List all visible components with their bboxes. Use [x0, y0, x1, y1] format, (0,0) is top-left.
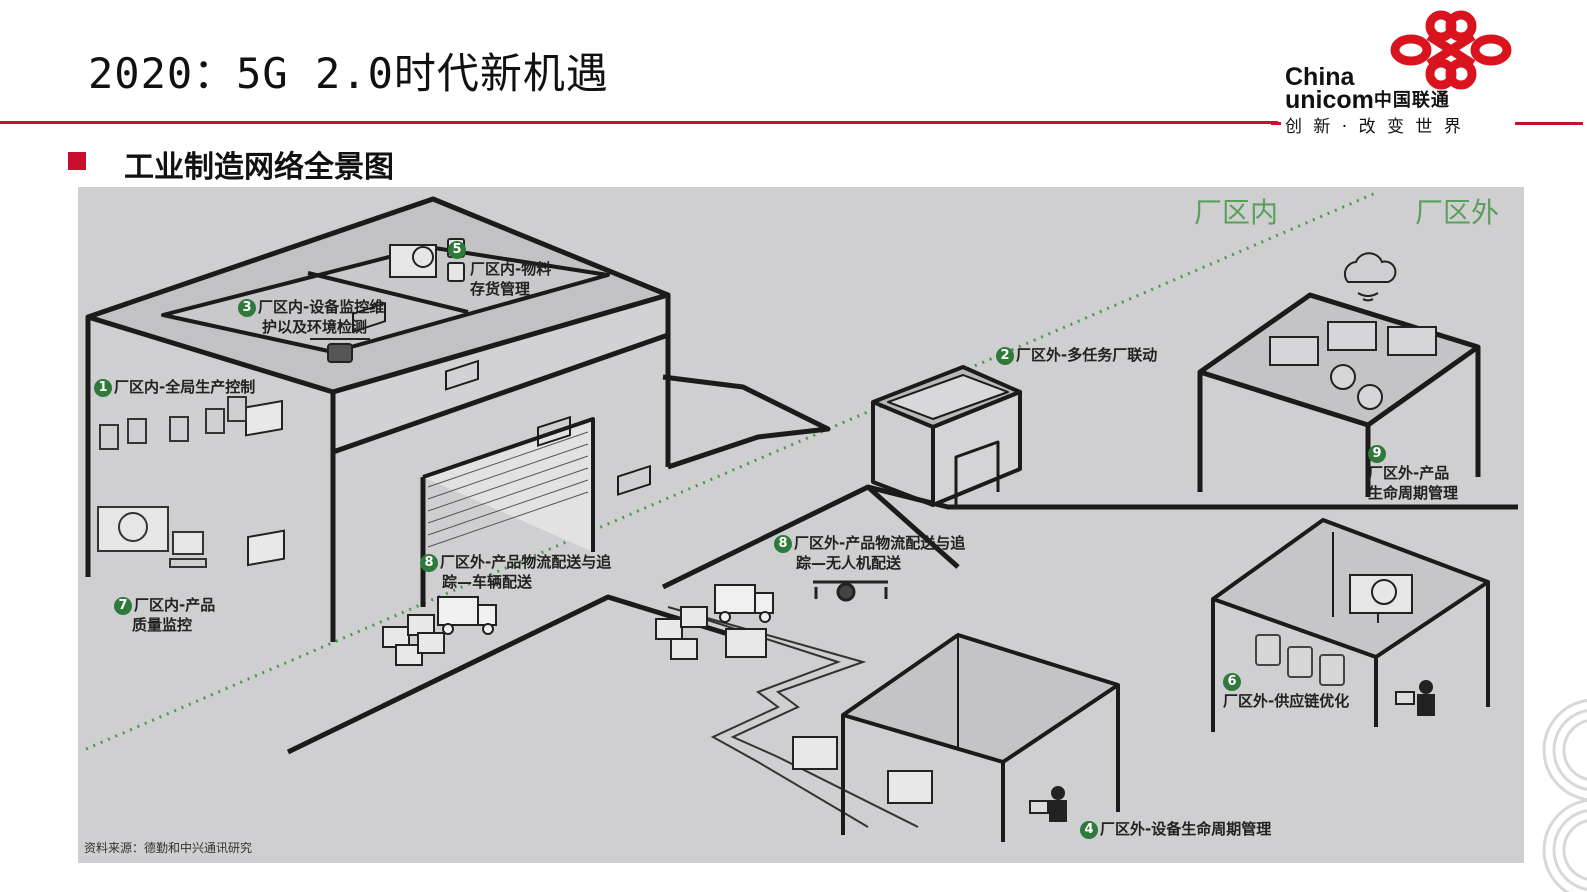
- door-shutter: [427, 431, 589, 548]
- label-text-8a2: 踪—车辆配送: [442, 573, 533, 591]
- drone-icon: [813, 580, 888, 602]
- small-plant: [871, 365, 1022, 507]
- label-text-7a: 厂区内-产品: [134, 596, 216, 614]
- label-text-2: 厂区外-多任务厂联动: [1016, 346, 1158, 364]
- label-text-3a: 厂区内-设备监控维: [258, 298, 385, 316]
- monitor-icon: [1349, 574, 1413, 623]
- section-title: 工业制造网络全景图: [124, 150, 394, 185]
- logo-name-cn: 中国联通: [1373, 90, 1450, 110]
- label-number-1: 1: [94, 379, 112, 397]
- diagram-illustration: [85, 190, 1518, 842]
- cargo-boxes: [245, 399, 933, 804]
- label-number-8a: 8: [420, 554, 438, 572]
- label-text-9a: 厂区外-产品: [1368, 464, 1450, 482]
- camera-drone-icon: [310, 338, 370, 363]
- truck-icons: [437, 584, 774, 635]
- label-number-2: 2: [996, 347, 1014, 365]
- label-text-7b: 质量监控: [132, 616, 193, 634]
- cloud-icon: [1343, 252, 1397, 302]
- slide-title: 2020：5G 2.0时代新机遇: [88, 49, 609, 98]
- label-material-inventory: 5 厂区内-物料 存货管理: [448, 239, 551, 299]
- source-note: 资料来源：德勤和中兴通讯研究: [84, 841, 253, 855]
- label-text-5a: 厂区内-物料: [470, 260, 552, 278]
- label-text-8a1: 厂区外-产品物流配送与追: [440, 553, 612, 571]
- logo-line-left: [1271, 122, 1281, 125]
- factory-windows: [352, 301, 651, 496]
- label-number-9: 9: [1368, 445, 1386, 463]
- production-line-icons: [97, 396, 247, 568]
- logo-line: [1515, 122, 1583, 125]
- label-text-8b1: 厂区外-产品物流配送与追: [794, 534, 966, 552]
- road-path: [667, 606, 919, 828]
- control-room-monitors: [1269, 321, 1437, 410]
- label-text-3b: 护以及环境检测: [262, 318, 368, 336]
- label-supply-chain: 6 厂区外-供应链优化: [1223, 671, 1349, 711]
- label-text-4: 厂区外-设备生命周期管理: [1100, 820, 1272, 838]
- section-bullet: [68, 152, 86, 170]
- label-text-5b: 存货管理: [470, 280, 531, 298]
- label-number-6: 6: [1223, 673, 1241, 691]
- label-number-5: 5: [448, 241, 466, 259]
- worker-icons: [1029, 680, 1435, 822]
- decorative-knot-pattern: [1542, 698, 1587, 892]
- zone-inside-label: 厂区内: [1194, 196, 1279, 229]
- equipment-shelter: [841, 633, 1120, 842]
- zone-outside-label: 厂区外: [1415, 196, 1500, 229]
- label-text-8b2: 踪—无人机配送: [796, 554, 902, 572]
- label-text-9b: 生命周期管理: [1368, 484, 1459, 502]
- china-knot-icon: [1390, 10, 1512, 90]
- logo-name-en-1: China: [1285, 63, 1355, 91]
- logo-slogan: 创 新 · 改 变 世 界: [1285, 117, 1464, 137]
- label-text-6: 厂区外-供应链优化: [1223, 692, 1350, 710]
- label-text-1: 厂区内-全局生产控制: [114, 378, 256, 396]
- material-monitor: [389, 238, 465, 282]
- label-number-8b: 8: [774, 535, 792, 553]
- label-number-3: 3: [238, 299, 256, 317]
- label-number-4: 4: [1080, 821, 1098, 839]
- label-number-7: 7: [114, 597, 132, 615]
- china-unicom-logo: China unicom中国联通 创 新 · 改 变 世 界: [1271, 8, 1583, 138]
- label-product-lifecycle: 9 厂区外-产品 生命周期管理: [1368, 443, 1458, 503]
- logo-name-en-2: unicom: [1285, 86, 1374, 114]
- main-factory: [85, 196, 671, 642]
- title-rule: [0, 121, 1278, 124]
- inventory-icons: [1255, 634, 1345, 686]
